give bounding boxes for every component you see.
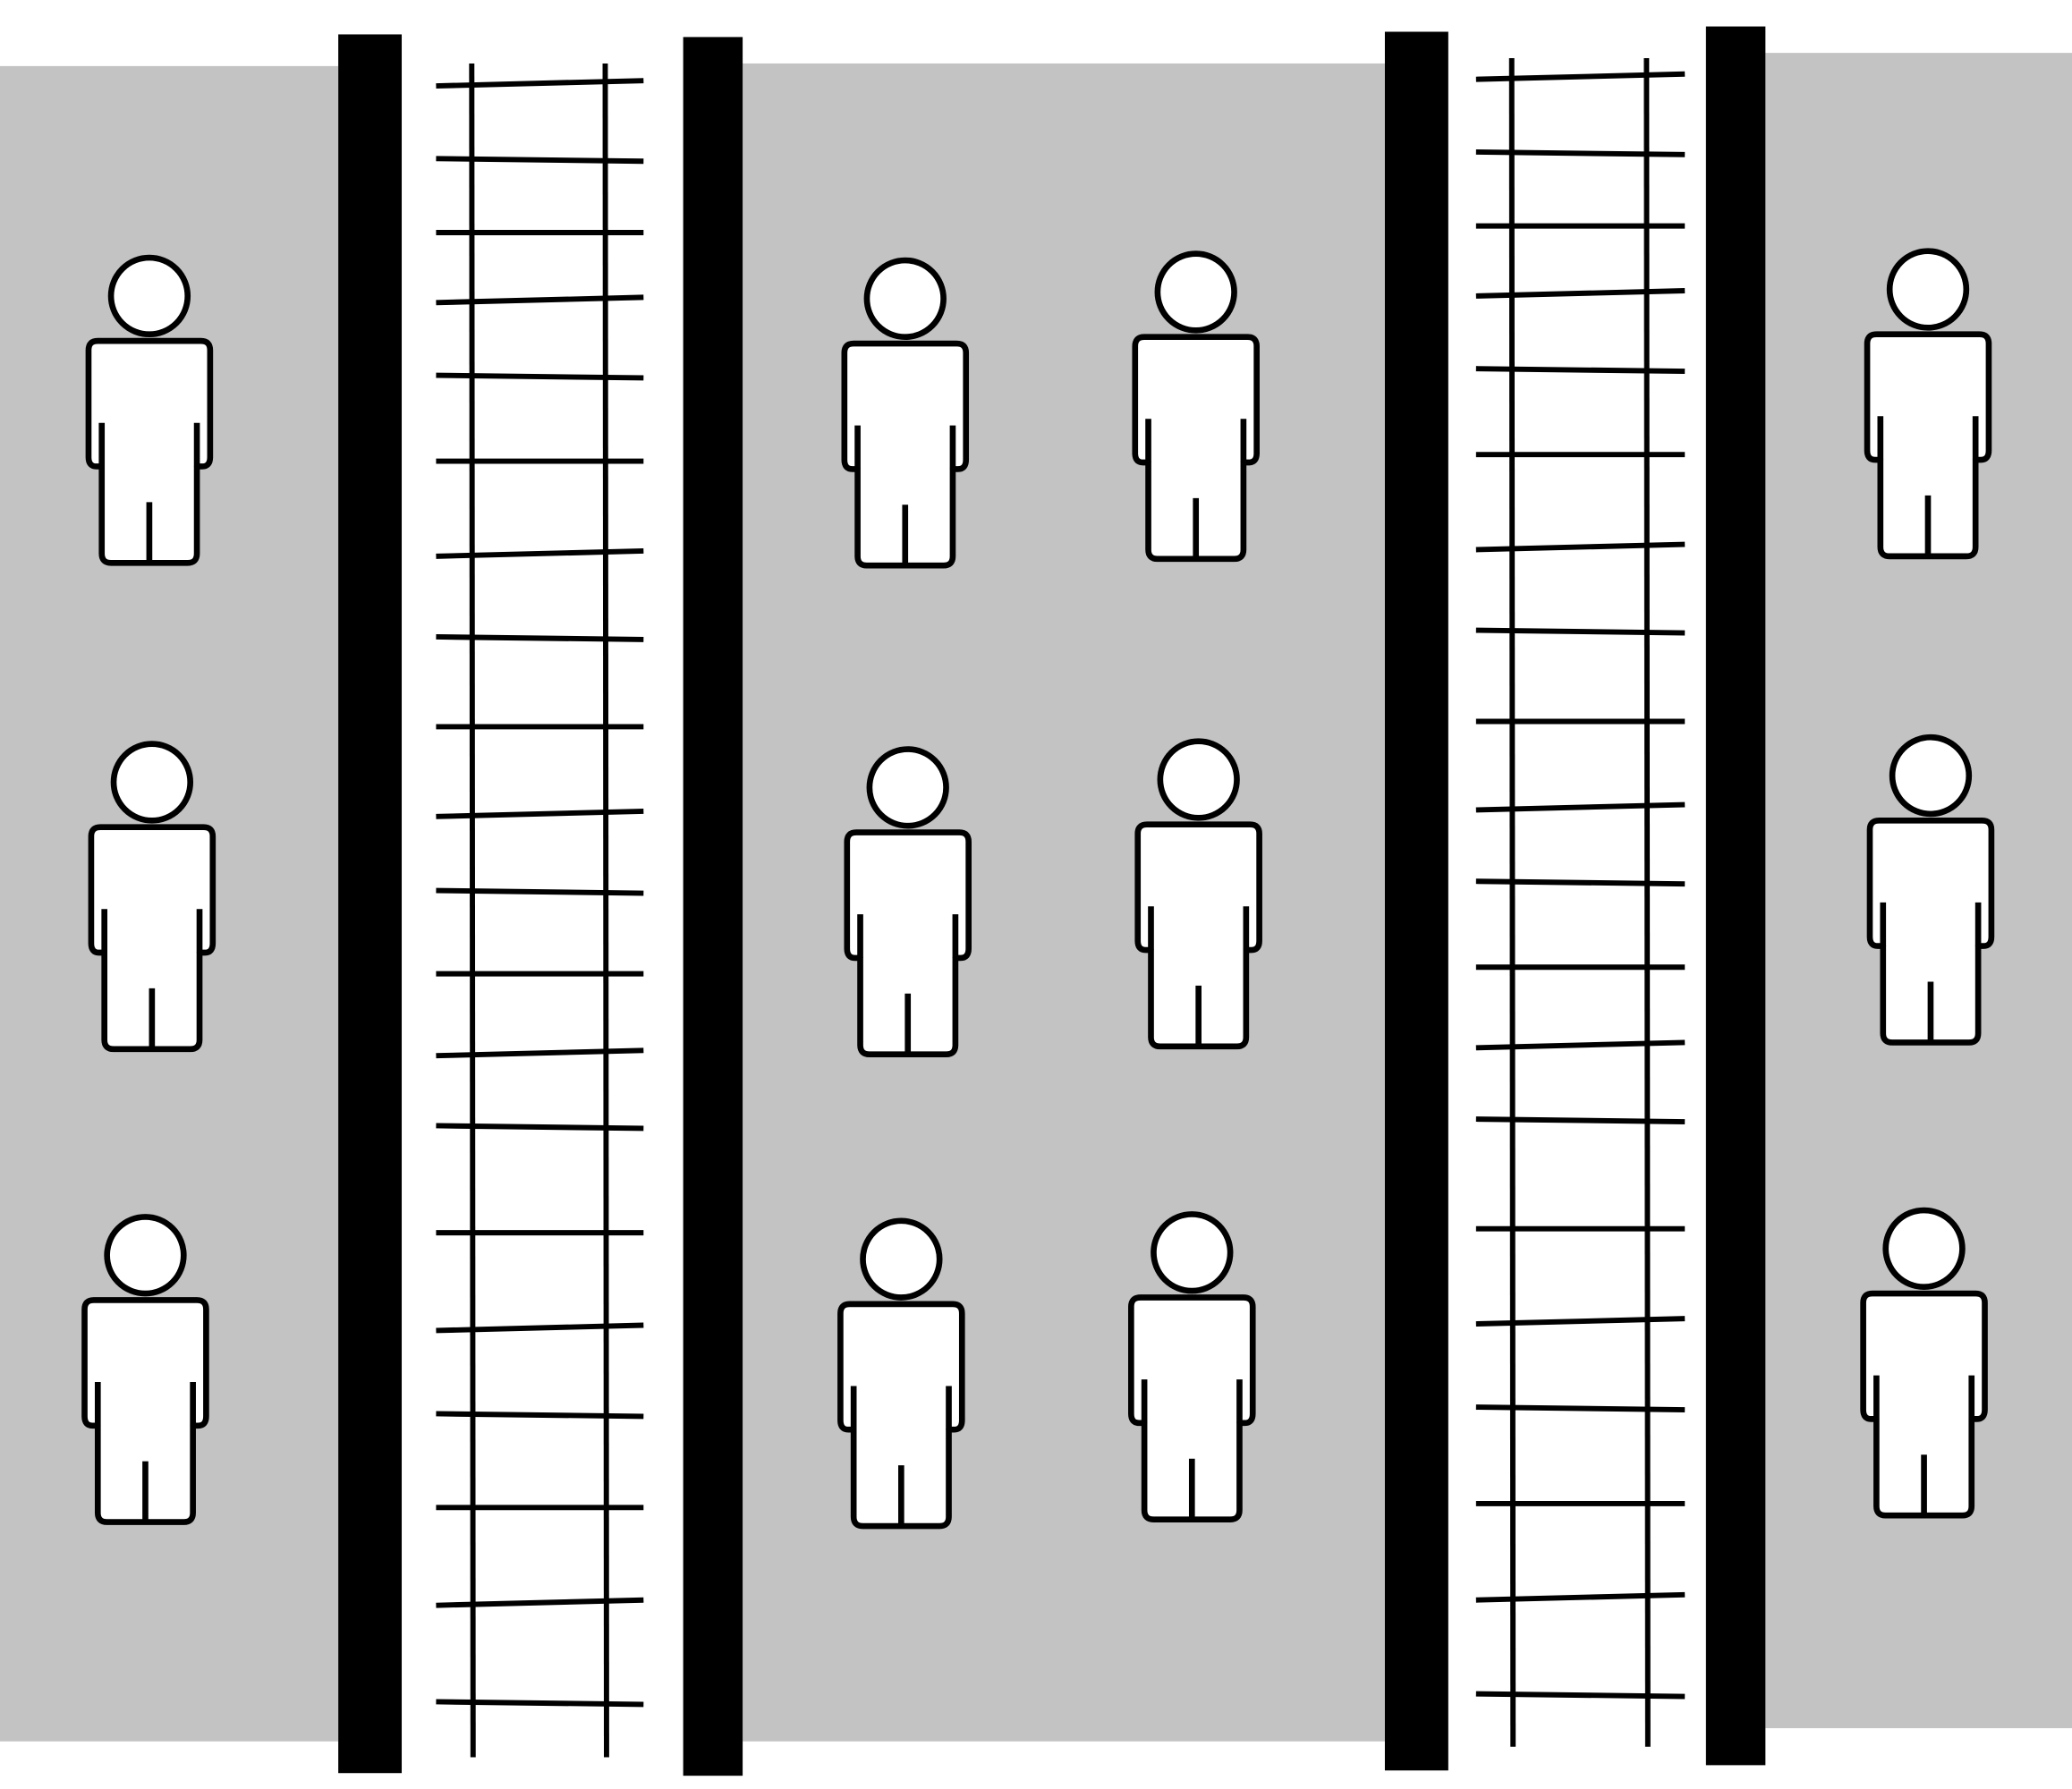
track-sleeper [436,887,644,896]
track-sleeper [1475,541,1686,553]
middle-platform [743,63,1385,1742]
person-limb-lines [857,914,959,1055]
person-limb-lines [94,1382,196,1522]
track-sleeper [1475,1691,1686,1700]
track-sleeper [436,294,644,306]
track-sleeper [436,808,644,819]
track-sleeper [1475,148,1686,157]
person-body [88,824,217,1053]
person-limb-lines [1145,419,1247,559]
person-limb-lines [1141,1379,1243,1520]
track-sleeper [436,1597,644,1608]
person-head [107,254,191,338]
person-head [104,1214,187,1297]
track-sleeper [1475,366,1686,375]
track-sleeper [1475,1404,1686,1412]
person-body [81,1297,209,1525]
person-limb-lines [1873,1375,1975,1516]
person-limb-lines [1148,906,1250,1047]
person-icon [844,746,972,1058]
person-head [1151,1211,1234,1294]
person-body [1864,331,1992,560]
person-head [1886,248,1970,331]
person-body [1134,821,1262,1050]
track-sleeper [436,1322,644,1334]
person-head [863,257,947,341]
track-sleeper [436,634,644,642]
track-sleeper [1475,288,1686,299]
person-icon [841,257,970,569]
person-limb-lines [1877,416,1979,556]
person-body [1132,334,1260,563]
person-icon [88,741,217,1053]
track-sleeper [436,372,644,381]
person-limb-lines [101,909,203,1049]
person-body [837,1301,965,1530]
left-track [436,63,644,1758]
person-body [844,829,972,1058]
track-sleeper [1475,801,1686,813]
person-icon [85,254,214,566]
track-sleeper [1475,71,1686,82]
person-limb-lines [854,425,956,566]
person-head [860,1217,943,1301]
track-sleeper [1475,627,1686,636]
person-icon [1132,250,1260,563]
track-rail [1508,58,1516,1747]
person-head [866,746,949,829]
person-limb-lines [98,422,200,564]
track-sleeper [436,548,644,559]
track-sleeper [436,1047,644,1059]
person-limb-lines [1880,902,1982,1043]
track-sleeper [1475,1116,1686,1125]
person-limb-lines [850,1386,952,1527]
track-sleeper [436,1123,644,1132]
person-icon [1866,733,1995,1046]
platform-edge [1384,31,1448,1771]
person-icon [1128,1211,1256,1522]
person-icon [81,1214,209,1525]
person-icon [1860,1207,1988,1519]
platform-edge [683,37,743,1776]
track-sleeper [436,156,644,165]
track-rail [1643,58,1651,1747]
track-sleeper [436,78,644,89]
person-head [1882,1207,1966,1291]
track-sleeper [1475,1316,1686,1327]
tracks [436,58,1686,1758]
person-icon [837,1217,965,1530]
person-body [1866,817,1995,1046]
person-head [1157,738,1240,821]
person-body [1860,1290,1988,1519]
person-body [85,337,214,566]
track-sleeper [1475,1039,1686,1051]
track-rail [602,63,609,1758]
right-track [1475,58,1686,1747]
person-head [1154,250,1237,334]
track-sleeper [1475,878,1686,887]
track-sleeper [436,1699,644,1708]
person-head [1889,733,1973,818]
track-rail [469,63,476,1758]
person-icon [1134,738,1262,1050]
person-icon [1864,248,1992,560]
person-body [841,340,970,569]
people [81,248,1995,1530]
track-sleeper [436,1411,644,1420]
platform-edge [1705,26,1766,1766]
person-body [1128,1294,1256,1522]
platform-edge [338,34,403,1774]
person-head [110,741,194,824]
platform-edges [338,26,1766,1776]
track-sleeper [1475,1591,1686,1603]
